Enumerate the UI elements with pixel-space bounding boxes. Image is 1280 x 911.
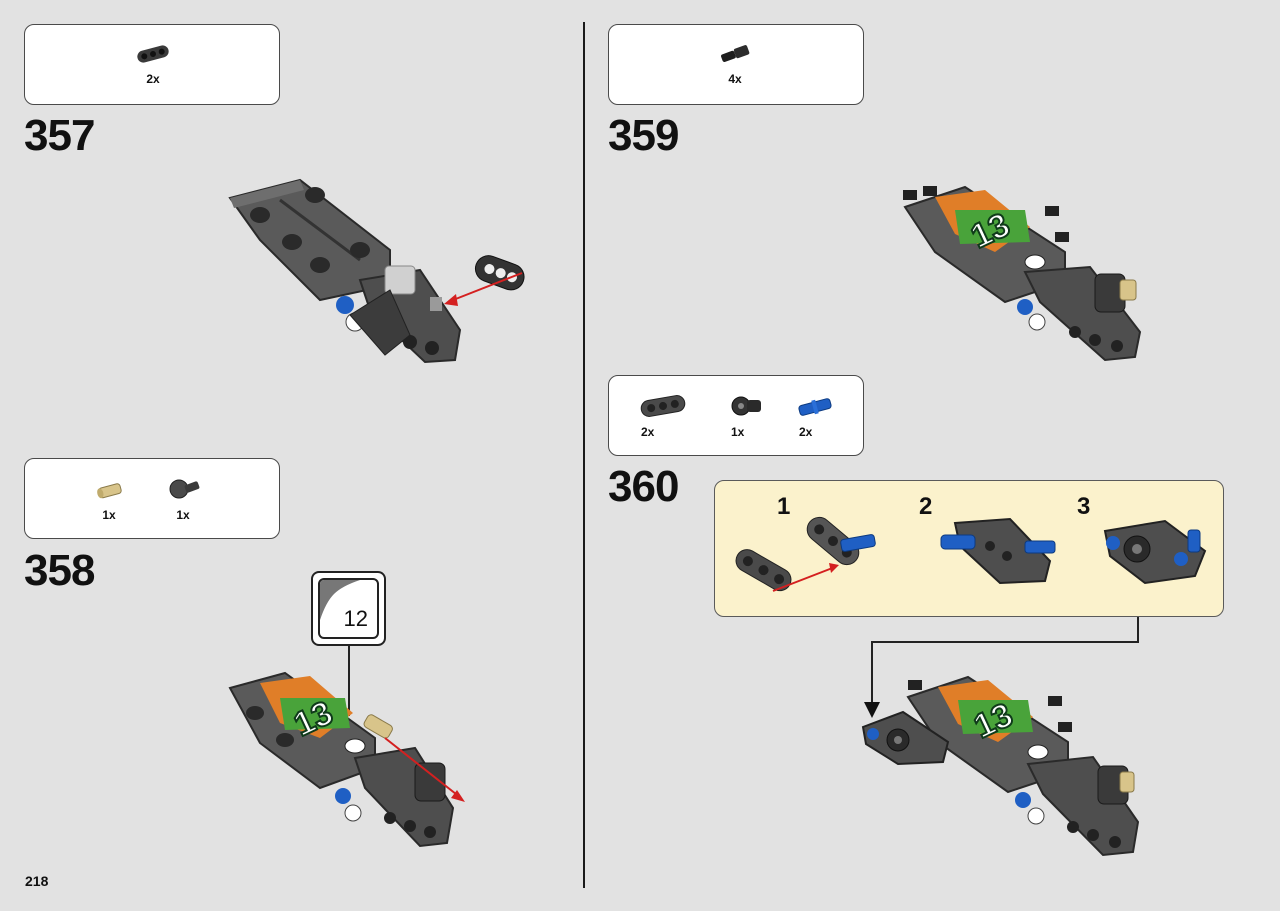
part-item: 1x: [727, 394, 767, 439]
tan-axle-pin-icon: [97, 483, 122, 499]
blue-pin-icon: [798, 398, 832, 416]
liftarm-assembly: [228, 178, 462, 364]
sub-step-number: 3: [1077, 493, 1091, 520]
part-item: 2x: [793, 396, 837, 439]
sub-step-number: 2: [919, 493, 933, 520]
arrow-head: [451, 790, 465, 802]
step-number-359: 359: [608, 111, 679, 160]
part-item: 2x: [133, 43, 173, 86]
assembly-arrow: [384, 737, 462, 799]
panel-connector-horizontal: [871, 641, 1139, 643]
part-item: 4x: [715, 43, 755, 86]
liftarm-1x3-thick-icon: [137, 45, 169, 63]
tan-axle-pin: [363, 714, 393, 739]
assembly-body: 13: [228, 671, 455, 848]
part-qty: 1x: [176, 508, 190, 522]
step-number-358: 358: [24, 546, 95, 595]
part-qty: 2x: [146, 72, 160, 86]
assembly-arrow: [447, 272, 523, 303]
black-axle-pin-connector-icon: [731, 396, 761, 416]
step-number-360: 360: [608, 462, 679, 511]
callout-line: [348, 646, 350, 716]
step-357-model: [228, 178, 525, 364]
part-qty: 2x: [799, 425, 813, 439]
dark-gray-axle-connector-icon: [169, 479, 200, 499]
liftarm-piece: [474, 255, 525, 291]
parts-box-357: 2x: [24, 24, 280, 105]
parts-box-359: 4x: [608, 24, 864, 105]
axle-pin: [1055, 232, 1069, 242]
step-360-model: 13: [861, 675, 1140, 857]
rotate-callout: 12: [311, 571, 386, 646]
rotate-callout-inner: 12: [318, 578, 379, 639]
axle-pin: [1045, 206, 1059, 216]
sub-step-number: 1: [777, 493, 791, 520]
parts-box-360: 2x 1x 2x: [608, 375, 864, 456]
part-qty: 4x: [728, 72, 742, 86]
axle-pin: [903, 190, 917, 200]
step-number-357: 357: [24, 111, 95, 160]
part-item: 1x: [161, 477, 205, 522]
rotate-model-icon: [320, 580, 360, 620]
part-qty: 1x: [102, 508, 116, 522]
part-qty: 2x: [641, 425, 655, 439]
black-axle-pin-icon: [721, 45, 750, 62]
part-item: 2x: [637, 394, 689, 439]
part-item: 1x: [89, 481, 129, 522]
step-358-model: 13: [228, 671, 465, 848]
parts-box-358: 1x 1x: [24, 458, 280, 539]
arrow-head: [444, 294, 458, 306]
liftarm-1x3-thick-icon: [640, 395, 686, 417]
callout-label: 12: [343, 606, 368, 631]
sub-step-1-illustration: [735, 516, 876, 592]
sub-assembly-panel: 1 2 3: [714, 480, 1224, 617]
panel-connector-vertical: [1137, 617, 1139, 642]
axle-pin: [923, 186, 937, 196]
sub-step-3-illustration: [1103, 519, 1207, 585]
page-number: 218: [25, 873, 49, 889]
panel-connector-drop: [871, 641, 873, 709]
column-divider: [583, 22, 585, 888]
connector-arrow-head: [864, 702, 880, 718]
part-qty: 1x: [731, 425, 745, 439]
step-359-model: 13: [903, 185, 1142, 362]
sub-step-2-illustration: [940, 517, 1056, 585]
